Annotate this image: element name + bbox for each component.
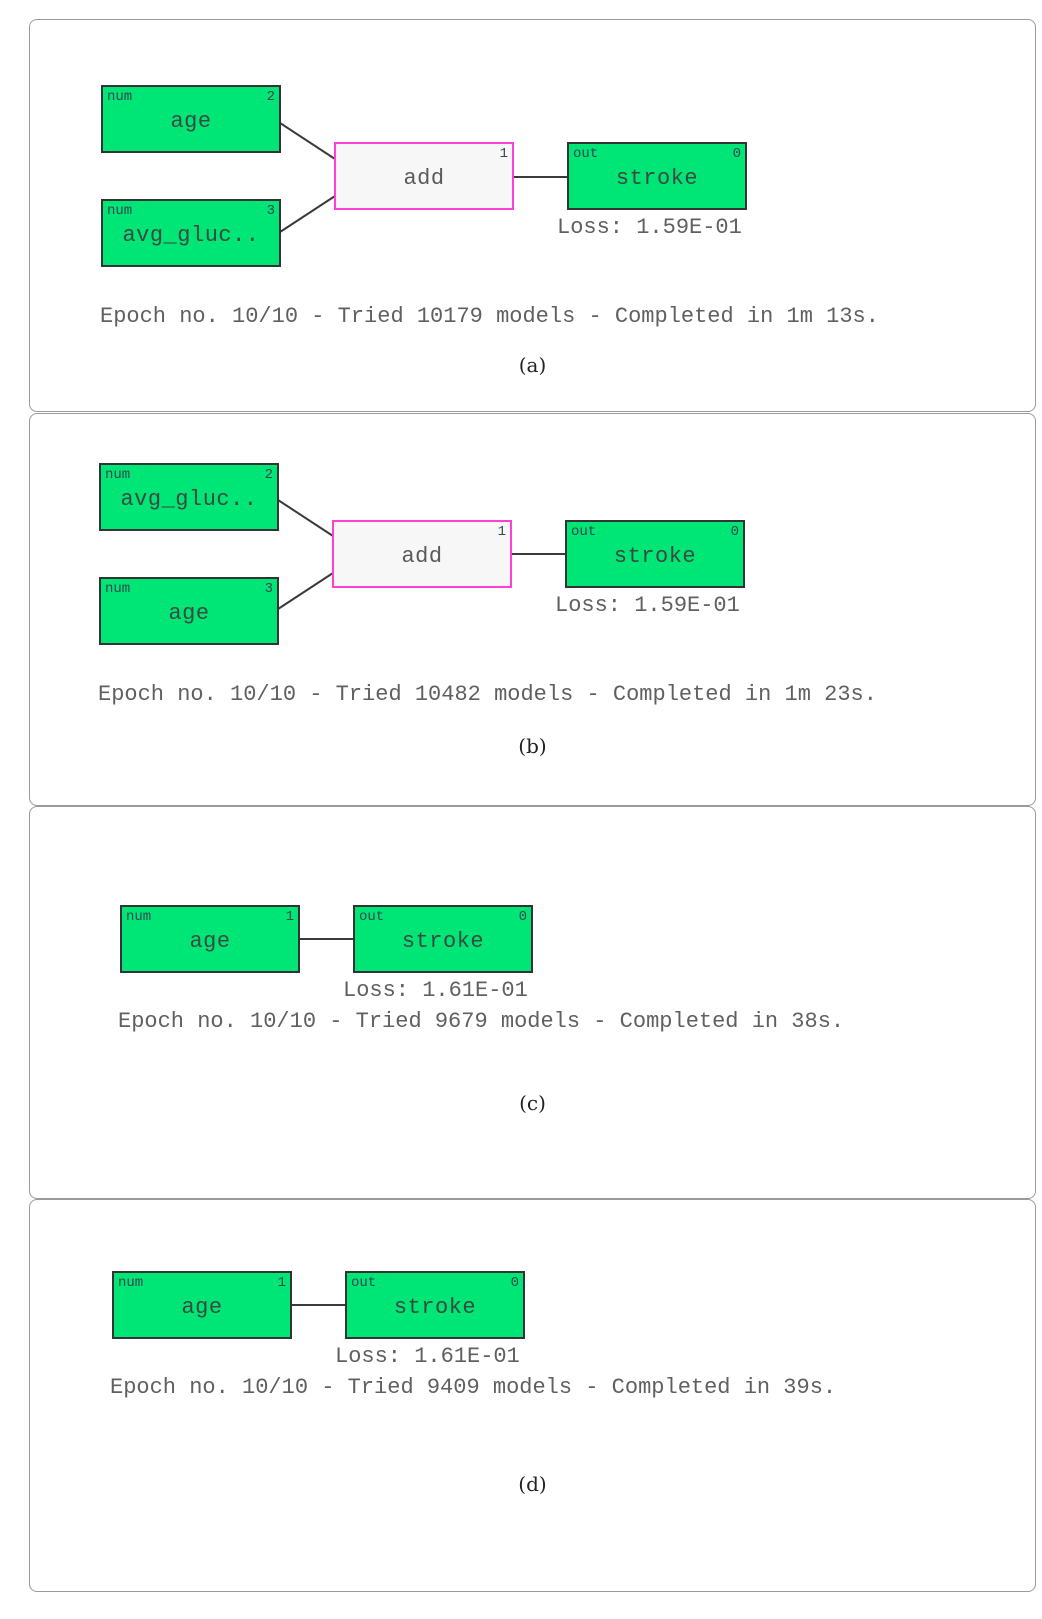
node-type-label: num: [105, 467, 131, 483]
input-node-age: num 1 age: [120, 905, 300, 973]
edge-input1-to-add: [276, 120, 336, 160]
node-type-label: num: [107, 89, 133, 105]
node-type-label: num: [107, 203, 133, 219]
op-node-add: 1 add: [332, 520, 512, 588]
loss-text: Loss: 1.61E-01: [343, 978, 528, 1003]
node-type-label: out: [573, 146, 599, 162]
node-index: 1: [497, 524, 506, 540]
node-label: age: [189, 929, 231, 954]
node-index: 1: [285, 909, 294, 925]
node-label: avg_gluc..: [120, 487, 258, 512]
node-label: age: [181, 1295, 223, 1320]
node-index: 0: [510, 1275, 519, 1291]
panel-caption: (d): [518, 1472, 547, 1496]
loss-text: Loss: 1.61E-01: [335, 1344, 520, 1369]
node-label: stroke: [615, 166, 699, 191]
panel-caption: (c): [519, 1091, 546, 1115]
node-label: add: [403, 166, 445, 191]
node-label: age: [168, 601, 210, 626]
node-index: 3: [266, 203, 275, 219]
output-node-stroke: out 0 stroke: [345, 1271, 525, 1339]
node-type-label: out: [571, 524, 597, 540]
input-node-age: num 3 age: [99, 577, 279, 645]
input-node-age: num 1 age: [112, 1271, 292, 1339]
node-index: 1: [277, 1275, 286, 1291]
node-label: add: [401, 544, 443, 569]
input-node-age: num 2 age: [101, 85, 281, 153]
node-index: 0: [732, 146, 741, 162]
epoch-status: Epoch no. 10/10 - Tried 10179 models - C…: [100, 304, 879, 329]
panel-c: num 1 age out 0 stroke Loss: 1.61E-01 Ep…: [29, 806, 1036, 1199]
epoch-status: Epoch no. 10/10 - Tried 9679 models - Co…: [118, 1009, 845, 1034]
panel-d: num 1 age out 0 stroke Loss: 1.61E-01 Ep…: [29, 1199, 1036, 1592]
node-index: 3: [264, 581, 273, 597]
node-label: stroke: [613, 544, 697, 569]
node-label: stroke: [401, 929, 485, 954]
node-index: 1: [499, 146, 508, 162]
node-type-label: num: [105, 581, 131, 597]
node-label: avg_gluc..: [122, 223, 260, 248]
output-node-stroke: out 0 stroke: [567, 142, 747, 210]
edges-c: [296, 938, 353, 940]
edge-input1-to-add: [274, 497, 334, 537]
panel-caption: (b): [518, 734, 547, 758]
node-type-label: num: [126, 909, 152, 925]
node-index: 2: [266, 89, 275, 105]
input-node-avg-gluc: num 2 avg_gluc..: [99, 463, 279, 531]
output-node-stroke: out 0 stroke: [353, 905, 533, 973]
loss-text: Loss: 1.59E-01: [555, 593, 740, 618]
edge-input2-to-add: [274, 572, 334, 612]
input-node-avg-gluc: num 3 avg_gluc..: [101, 199, 281, 267]
panel-a: num 2 age num 3 avg_gluc.. 1 add out 0 s…: [29, 19, 1036, 412]
panel-b: num 2 avg_gluc.. num 3 age 1 add out 0 s…: [29, 413, 1036, 806]
node-label: stroke: [393, 1295, 477, 1320]
node-type-label: out: [351, 1275, 377, 1291]
edge-input2-to-add: [276, 195, 336, 235]
epoch-status: Epoch no. 10/10 - Tried 9409 models - Co…: [110, 1375, 837, 1400]
panel-caption: (a): [518, 353, 547, 377]
node-type-label: out: [359, 909, 385, 925]
node-index: 2: [264, 467, 273, 483]
output-node-stroke: out 0 stroke: [565, 520, 745, 588]
node-index: 0: [518, 909, 527, 925]
node-index: 0: [730, 524, 739, 540]
node-type-label: num: [118, 1275, 144, 1291]
op-node-add: 1 add: [334, 142, 514, 210]
node-label: age: [170, 109, 212, 134]
epoch-status: Epoch no. 10/10 - Tried 10482 models - C…: [98, 682, 877, 707]
loss-text: Loss: 1.59E-01: [557, 215, 742, 240]
